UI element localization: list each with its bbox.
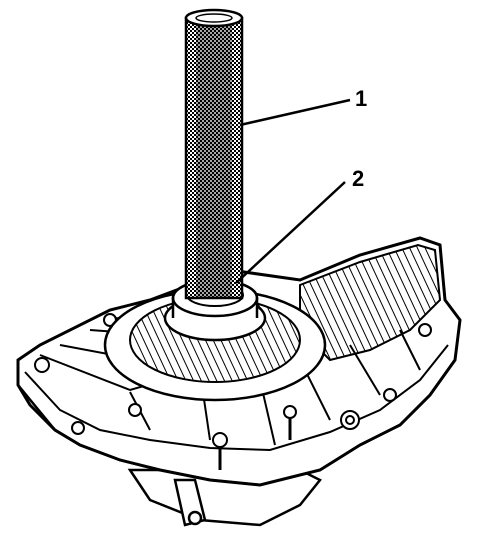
callout-2: 2 — [352, 166, 365, 191]
callout-1: 1 — [355, 86, 368, 111]
installer-shaft — [184, 8, 244, 300]
leader-line-2 — [235, 181, 346, 284]
leader-line-1 — [239, 98, 351, 127]
transfer-case-housing — [16, 236, 462, 487]
